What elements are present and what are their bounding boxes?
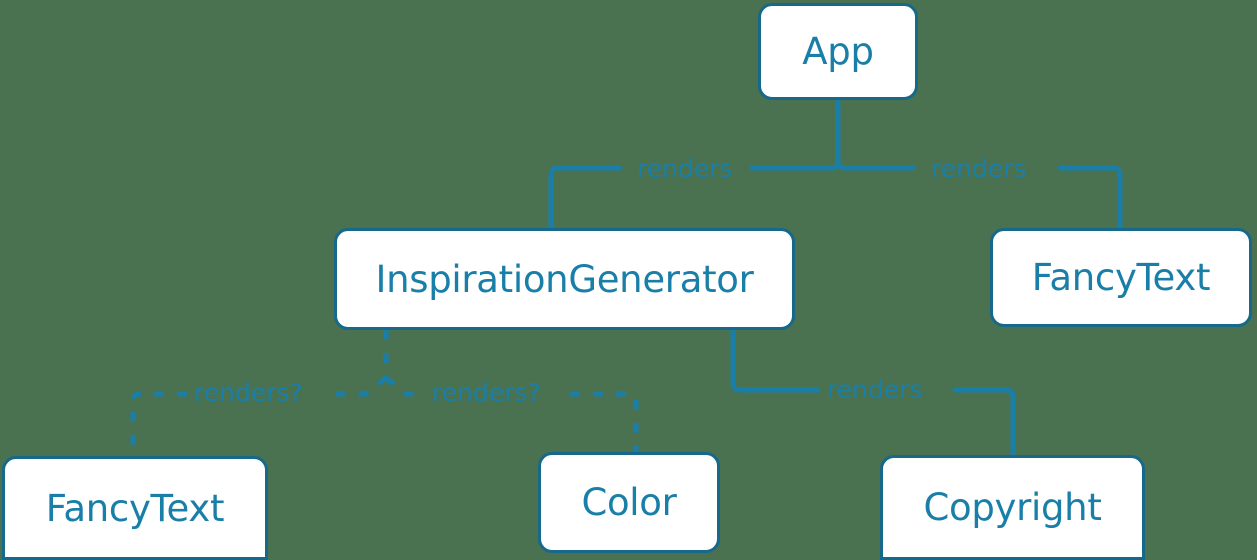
node-fancytext-right[interactable]: FancyText [990,228,1252,327]
node-fancytext-bottom[interactable]: FancyText [2,456,268,560]
edge-label-app-to-inspirationgenerator: renders [637,154,733,183]
edge-label-inspirationgenerator-to-color: renders? [432,378,541,407]
edge-inspirationgenerator-to-fancytext-bottom [130,330,389,456]
edge-label-inspirationgenerator-to-copyright: renders [827,375,923,404]
edge-label-inspirationgenerator-to-fancytext-bottom: renders? [194,378,303,407]
node-copyright[interactable]: Copyright [880,455,1145,560]
edge-inspirationgenerator-to-color [384,376,639,452]
node-app[interactable]: App [758,3,918,100]
node-inspiration-generator-label: InspirationGenerator [375,257,754,301]
node-fancytext-right-label: FancyText [1031,256,1211,299]
edge-app-to-fancytext-right [835,97,1123,231]
node-app-label: App [802,30,874,73]
edge-inspirationgenerator-to-copyright [730,327,1016,458]
node-inspiration-generator[interactable]: InspirationGenerator [334,228,795,330]
node-color-label: Color [581,481,677,524]
node-fancytext-bottom-label: FancyText [45,486,225,530]
edge-label-app-to-fancytext-right: renders [931,154,1027,183]
node-color[interactable]: Color [538,452,720,553]
node-copyright-label: Copyright [923,486,1102,529]
